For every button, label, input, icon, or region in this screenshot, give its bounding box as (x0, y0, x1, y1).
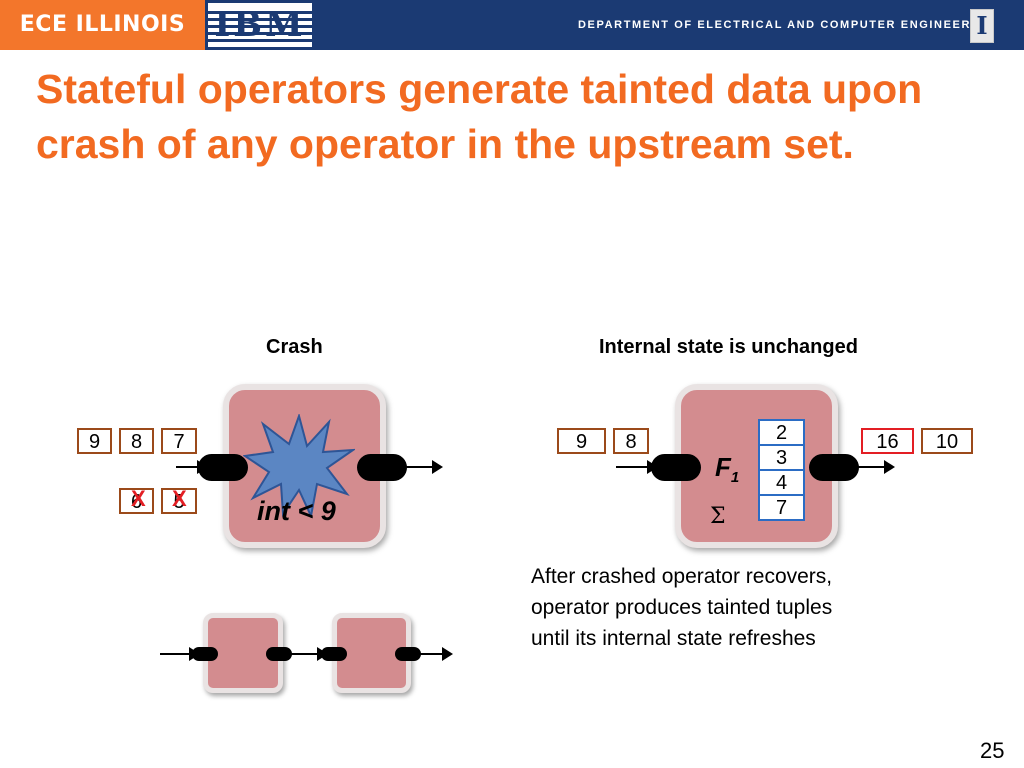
pipeline-arrow (288, 647, 328, 661)
output-port (809, 454, 859, 481)
state-value: 3 (758, 444, 805, 471)
output-arrow (404, 460, 443, 474)
state-value: 4 (758, 469, 805, 496)
lost-tuple-x-mark: X (131, 486, 146, 511)
state-value: 2 (758, 419, 805, 446)
slide-title: Stateful operators generate tainted data… (36, 66, 923, 167)
lost-tuple: 5 (161, 488, 197, 514)
recovery-note: After crashed operator recovers, operato… (531, 561, 951, 654)
note-line: After crashed operator recovers, (531, 565, 833, 588)
input-tuple: 8 (613, 428, 649, 454)
queued-tuple: 8 (119, 428, 154, 454)
header-bar: ECE ILLINOIS IBM DEPARTMENT OF ELECTRICA… (0, 0, 1024, 50)
queued-tuple: 9 (77, 428, 112, 454)
sigma-icon: Σ (710, 504, 726, 529)
tainted-output-tuple: 16 (861, 428, 914, 454)
pipeline-port (395, 647, 421, 661)
page-number: 25 (980, 738, 1005, 763)
input-port (651, 454, 701, 481)
input-arrow (616, 460, 658, 474)
operator-name: F1 (715, 452, 740, 487)
pipeline-arrow (160, 647, 200, 661)
department-label: DEPARTMENT OF ELECTRICAL AND COMPUTER EN… (578, 19, 996, 31)
pipeline-port (266, 647, 292, 661)
input-tuple: 9 (557, 428, 606, 454)
note-line: until its internal state refreshes (531, 627, 816, 650)
output-tuple: 10 (921, 428, 973, 454)
ibm-logo: IBM (208, 3, 312, 47)
lost-tuple: 6 (119, 488, 154, 514)
output-arrow (856, 460, 895, 474)
queued-tuple: 7 (161, 428, 197, 454)
input-arrow (176, 460, 208, 474)
crash-caption: Crash (266, 336, 323, 358)
block-i-logo: I (970, 9, 994, 43)
operator-condition: int < 9 (257, 496, 336, 526)
crash-burst-icon (243, 414, 355, 518)
output-port (357, 454, 407, 481)
state-value: 7 (758, 494, 805, 521)
state-caption: Internal state is unchanged (599, 336, 858, 358)
note-line: operator produces tainted tuples (531, 596, 833, 619)
pipeline-arrow (416, 647, 453, 661)
lost-tuple-x-mark: X (172, 486, 187, 511)
ece-illinois-logo: ECE ILLINOIS (0, 0, 205, 50)
